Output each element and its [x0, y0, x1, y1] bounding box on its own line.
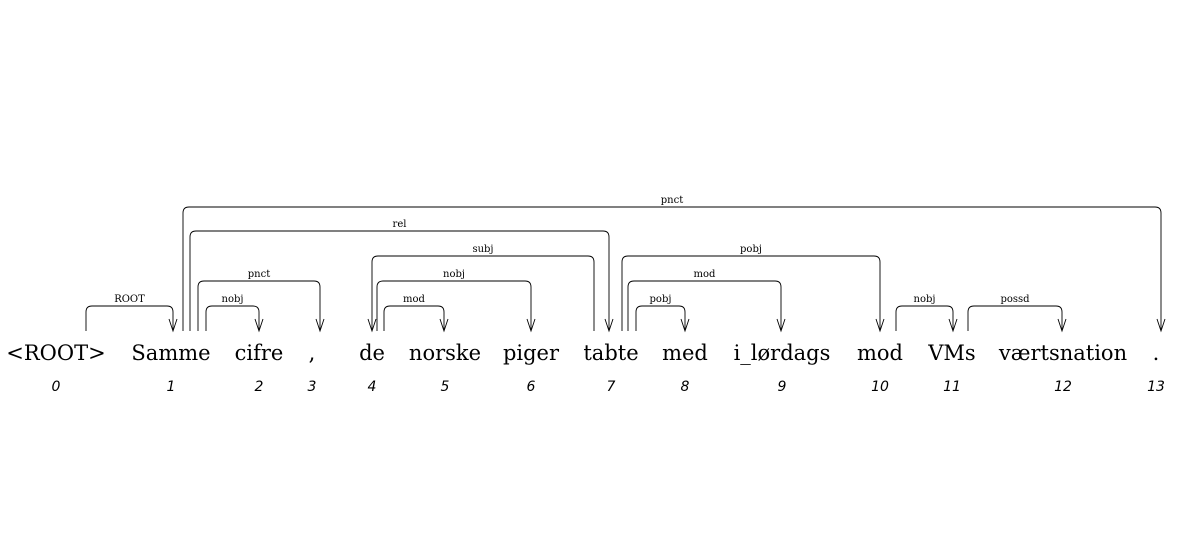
arc-label: mod — [694, 269, 717, 280]
token-index: 1 — [167, 379, 176, 395]
token-index: 11 — [943, 379, 961, 395]
token-word: piger — [503, 341, 560, 365]
arc-line — [85, 305, 174, 331]
arc-line — [189, 230, 610, 331]
token-index: 5 — [441, 379, 450, 395]
token-word: de — [359, 341, 385, 365]
tokens-layer: <ROOT> 0 Samme 1 cifre 2, 3 de 4 norske 5 piger 6 tab… — [6, 341, 1165, 395]
token-word: med — [662, 341, 708, 365]
token-word: mod — [857, 341, 903, 365]
arrowhead-icon — [680, 318, 690, 333]
arc-label: pnct — [661, 195, 683, 206]
arc-line — [895, 305, 954, 331]
token-word: Samme — [131, 341, 210, 365]
dependency-arc: ROOT — [85, 294, 178, 333]
arc-line — [182, 206, 1162, 331]
arc-line — [376, 280, 532, 331]
arc-label: nobj — [914, 294, 936, 305]
dependency-arc: pobj — [621, 244, 885, 333]
arc-line — [383, 305, 445, 331]
token-word: , — [309, 341, 316, 365]
token-index: 12 — [1054, 379, 1072, 395]
dependency-arc: pnct — [182, 195, 1166, 333]
arc-label: nobj — [443, 269, 465, 280]
arc-label: ROOT — [114, 294, 145, 305]
arc-label: possd — [1000, 294, 1030, 305]
arc-line — [967, 305, 1063, 331]
dependency-arc: mod — [383, 294, 449, 333]
dependency-arc: possd — [967, 294, 1067, 333]
arrowhead-icon — [1057, 318, 1067, 333]
dependency-arc: pnct — [197, 269, 325, 333]
token-index: 8 — [681, 379, 690, 395]
arrowhead-icon — [604, 318, 614, 333]
token-word: <ROOT> — [6, 341, 105, 365]
token-word: . — [1153, 341, 1160, 365]
arc-label: pobj — [650, 294, 672, 305]
arrowhead-icon — [439, 318, 449, 333]
arc-label: pnct — [248, 269, 270, 280]
arrowhead-icon — [367, 318, 377, 333]
arc-label: subj — [472, 244, 493, 255]
token-word: cifre — [235, 341, 284, 365]
token-index: 7 — [607, 379, 616, 395]
arc-line — [621, 255, 881, 331]
token-index: 4 — [368, 379, 377, 395]
dependency-arc: mod — [627, 269, 786, 333]
arc-label: pobj — [740, 244, 762, 255]
token-index: 9 — [778, 379, 787, 395]
arrowhead-icon — [315, 318, 325, 333]
token-index: 6 — [527, 379, 536, 395]
dependency-arc: subj — [367, 244, 595, 333]
token-index: 0 — [52, 379, 61, 395]
arrowhead-icon — [948, 318, 958, 333]
arrowhead-icon — [776, 318, 786, 333]
token-index: 13 — [1147, 379, 1165, 395]
arc-line — [635, 305, 686, 331]
token-word: i_lørdags — [734, 341, 831, 365]
arc-label: rel — [393, 219, 407, 230]
arc-line — [371, 255, 595, 331]
arrowhead-icon — [526, 318, 536, 333]
arrowhead-icon — [1156, 318, 1166, 333]
dependency-arc: pobj — [635, 294, 690, 333]
arrowhead-icon — [254, 318, 264, 333]
arc-label: nobj — [222, 294, 244, 305]
token-index: 3 — [308, 379, 317, 395]
token-index: 2 — [255, 379, 264, 395]
arrowhead-icon — [168, 318, 178, 333]
arc-line — [197, 280, 321, 331]
token-word: værtsnation — [998, 341, 1127, 365]
dependency-arc: nobj — [376, 269, 536, 333]
arc-line — [627, 280, 782, 331]
token-word: VMs — [927, 341, 975, 365]
arrowhead-icon — [875, 318, 885, 333]
token-word: tabte — [583, 341, 638, 365]
token-index: 10 — [871, 379, 889, 395]
arcs-layer: ROOT pnct rel pnct nobj subj nobj mod pobj mod pob… — [85, 195, 1166, 333]
dependency-arc: rel — [189, 219, 614, 333]
arc-line — [205, 305, 260, 331]
arc-label: mod — [403, 294, 426, 305]
dependency-arc: nobj — [895, 294, 958, 333]
dependency-arc: nobj — [205, 294, 264, 333]
token-word: norske — [409, 341, 481, 365]
